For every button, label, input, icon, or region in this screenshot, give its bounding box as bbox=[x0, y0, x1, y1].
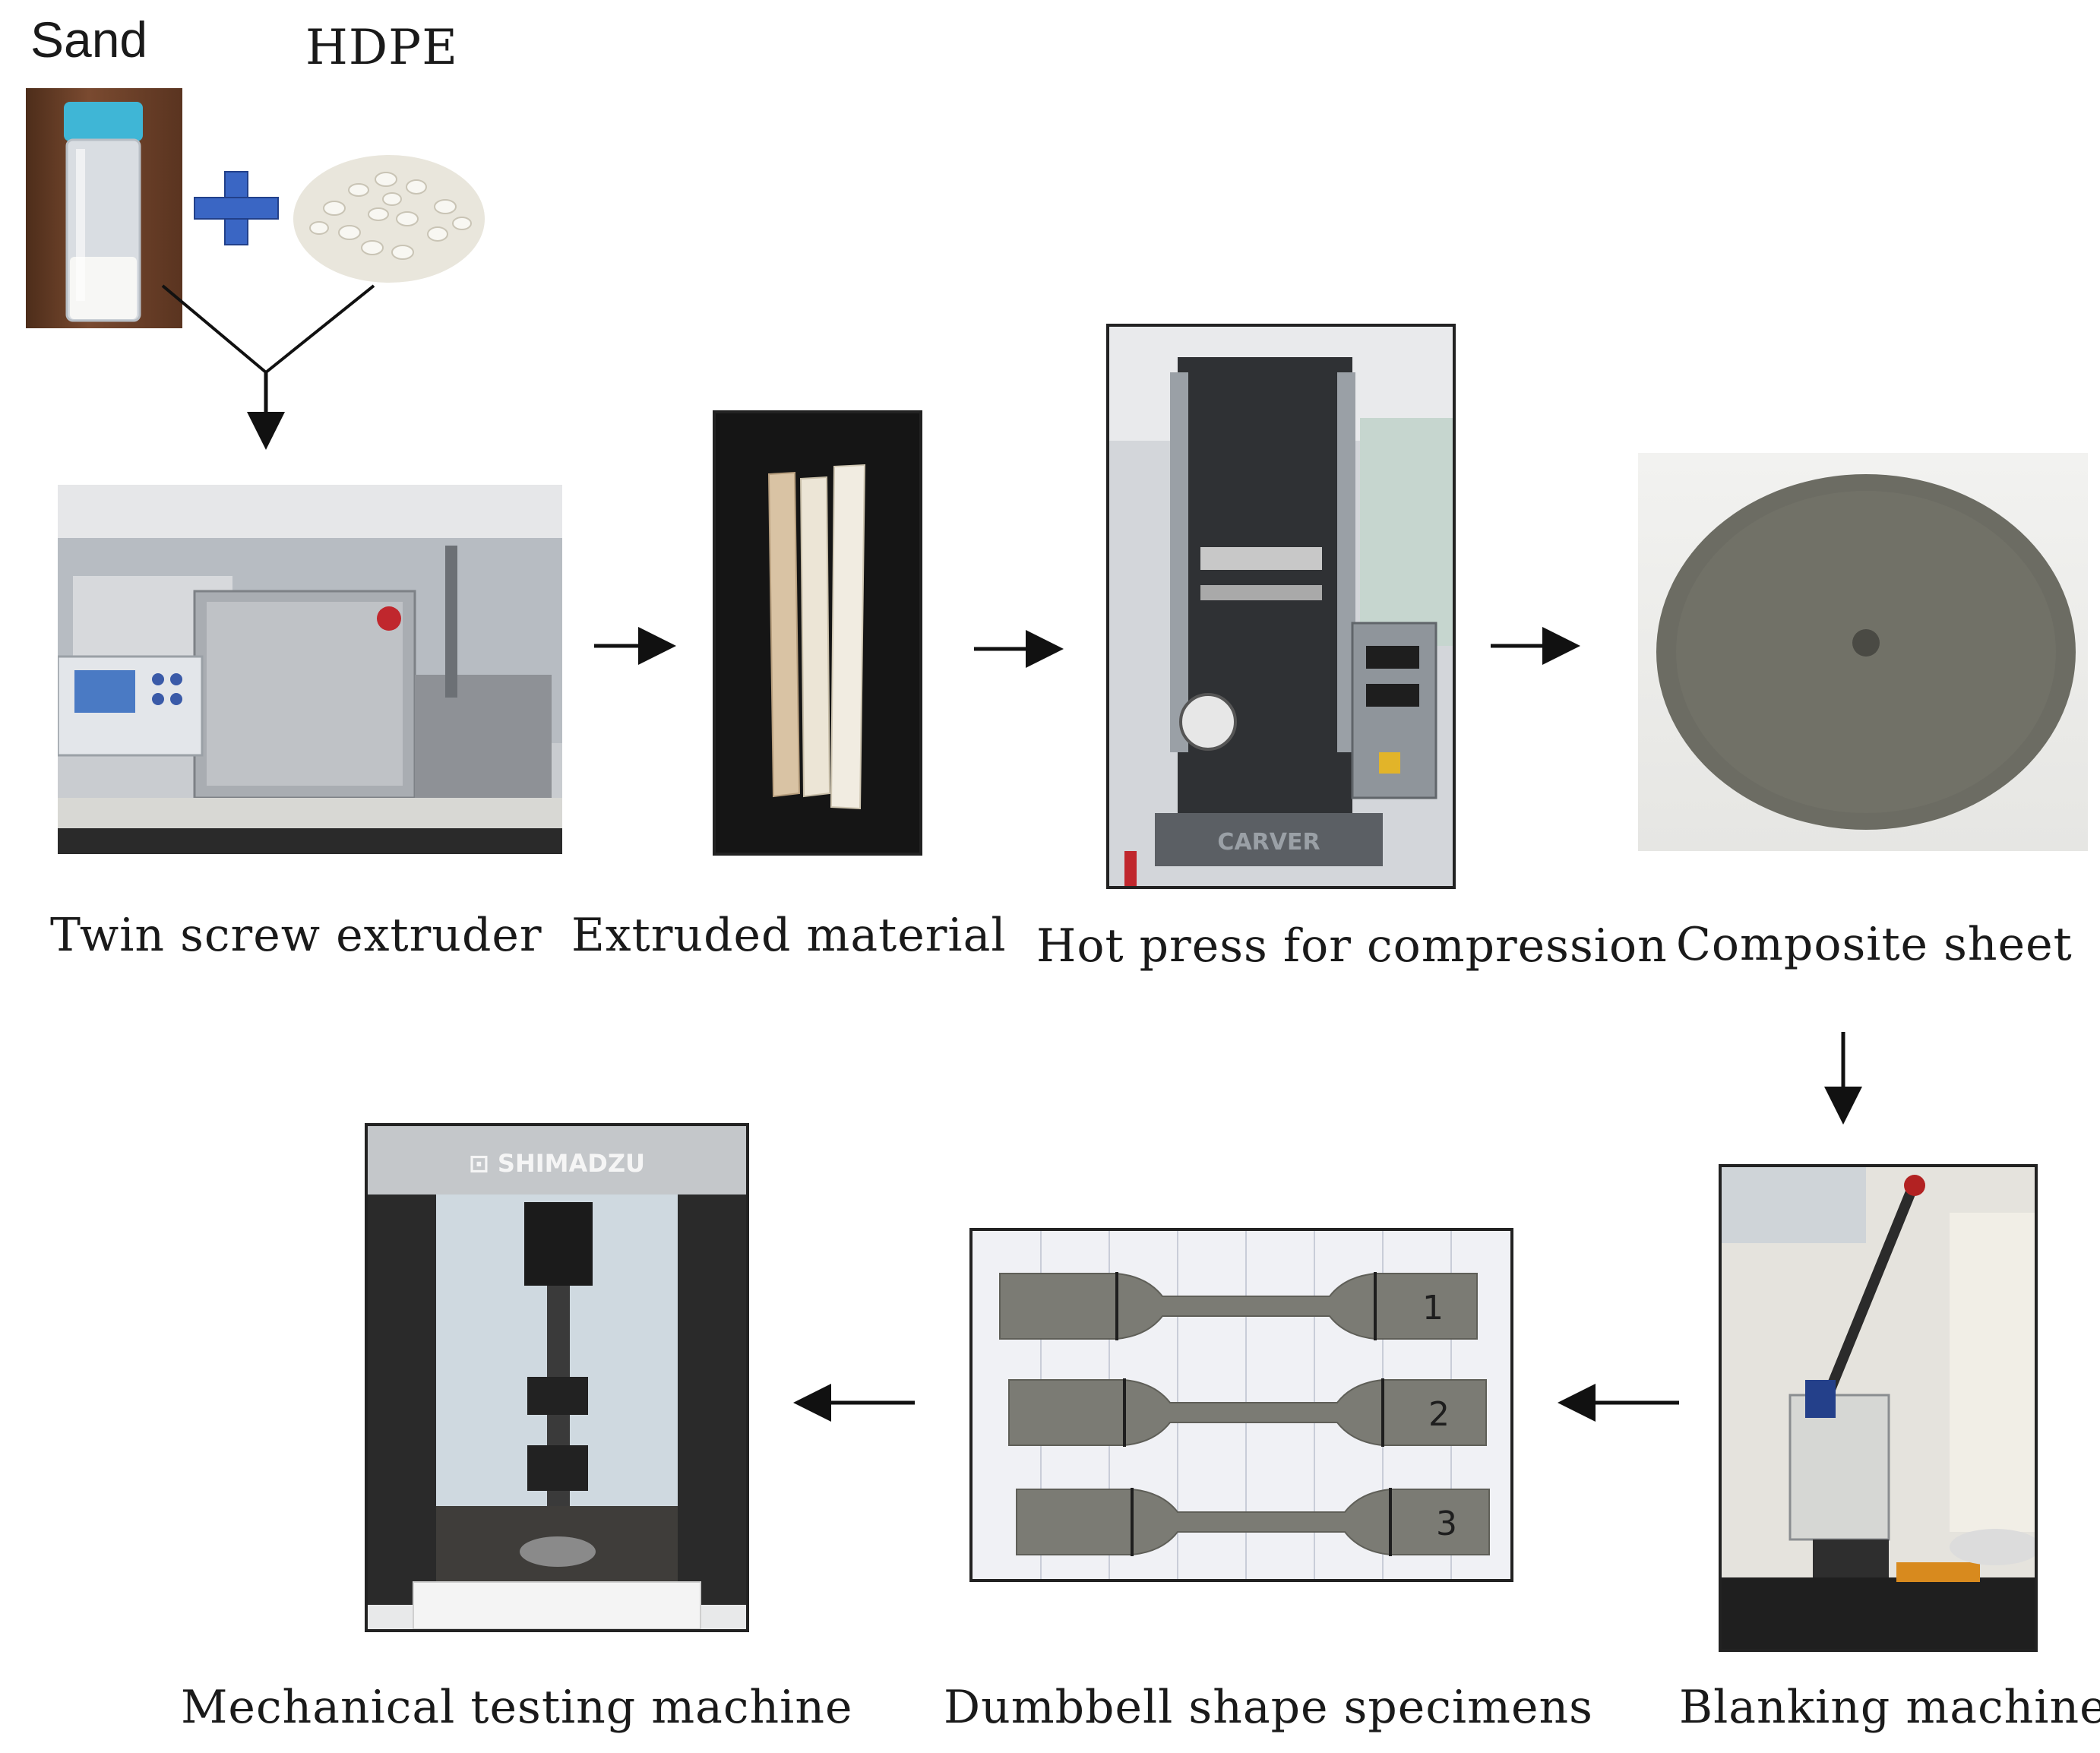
testing-machine-illustration: ⊡ SHIMADZU bbox=[368, 1126, 746, 1629]
label-dumbbell-specimens: Dumbbell shape specimens bbox=[944, 1681, 1593, 1734]
extruded-strips-illustration bbox=[767, 464, 866, 810]
label-mechanical-testing: Mechanical testing machine bbox=[181, 1681, 853, 1734]
composite-sheet-photo bbox=[1638, 453, 2088, 851]
press-brand-text: CARVER bbox=[1217, 829, 1320, 856]
twin-screw-extruder-photo bbox=[58, 485, 562, 854]
extruder-illustration bbox=[58, 485, 562, 854]
label-twin-screw-extruder: Twin screw extruder bbox=[50, 909, 542, 962]
dumbbell-specimens-photo: 1 2 3 bbox=[969, 1228, 1513, 1582]
mechanical-testing-machine-photo: ⊡ SHIMADZU bbox=[365, 1123, 749, 1632]
sand-bottle-illustration bbox=[64, 102, 143, 322]
specimen-mark-3: 3 bbox=[1436, 1505, 1457, 1543]
tester-brand-text: ⊡ SHIMADZU bbox=[469, 1149, 645, 1178]
composite-sheet-illustration bbox=[1656, 474, 2076, 830]
sand-bottle-photo bbox=[26, 88, 182, 328]
hot-press-illustration: CARVER bbox=[1109, 327, 1453, 886]
blanking-machine-photo bbox=[1719, 1164, 2038, 1652]
label-blanking-machine: Blanking machine bbox=[1679, 1681, 2100, 1734]
hdpe-merge-line bbox=[264, 284, 375, 374]
sand-label: Sand bbox=[30, 11, 148, 68]
sand-merge-line bbox=[161, 284, 267, 374]
hot-press-photo: CARVER bbox=[1106, 324, 1456, 889]
label-extruded-material: Extruded material bbox=[571, 909, 1007, 962]
extruded-material-photo bbox=[713, 410, 922, 856]
plus-icon bbox=[194, 171, 279, 245]
label-composite-sheet: Composite sheet bbox=[1676, 918, 2073, 971]
blanking-machine-illustration bbox=[1722, 1167, 2035, 1649]
specimen-mark-1: 1 bbox=[1422, 1289, 1444, 1327]
hdpe-label: HDPE bbox=[305, 20, 458, 76]
label-hot-press: Hot press for compression bbox=[1036, 919, 1668, 973]
specimen-mark-2: 2 bbox=[1428, 1395, 1450, 1434]
hdpe-pellets-photo bbox=[293, 155, 485, 283]
dumbbell-specimens-illustration: 1 2 3 bbox=[999, 1231, 1490, 1579]
